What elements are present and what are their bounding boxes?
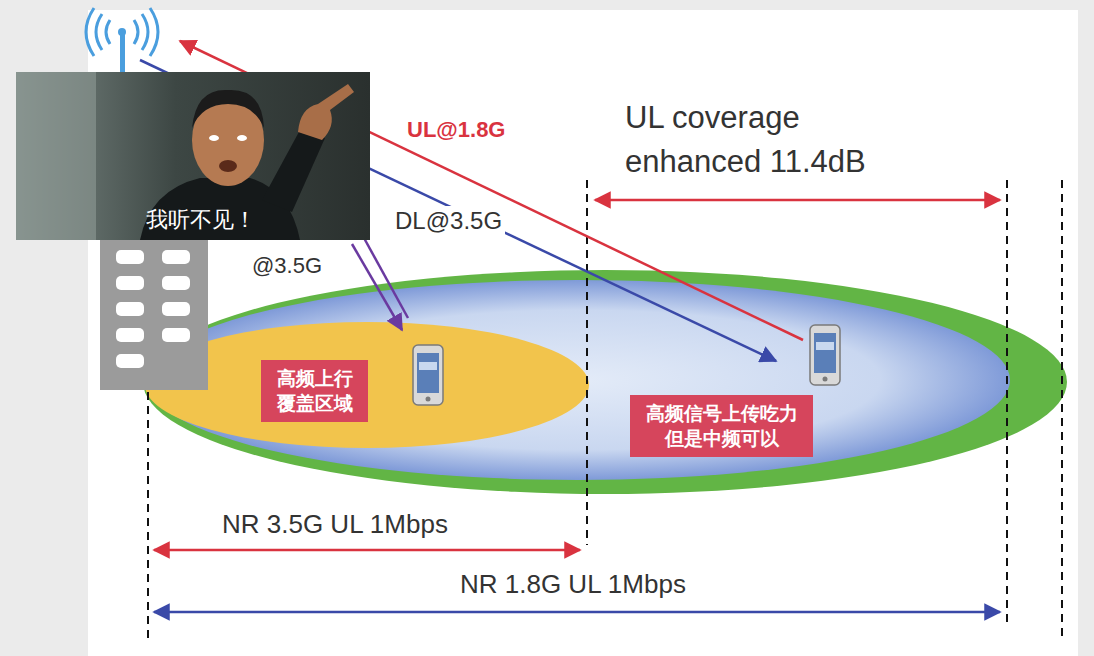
meme-background — [16, 72, 370, 240]
meme-wall — [16, 72, 96, 240]
dimension-arrow — [154, 611, 1000, 614]
link-label: @3.5G — [252, 252, 322, 280]
meme-mouth — [219, 160, 237, 172]
meme-hair — [192, 90, 264, 128]
callout-text: 高频信号上传吃力 但是中频可以 — [640, 401, 803, 451]
dimension-arrow — [595, 199, 1000, 202]
coverage-ellipse-blue — [146, 280, 1010, 480]
meme-eye — [209, 135, 219, 141]
building-icon — [100, 240, 208, 390]
link-label: DL@3.5G — [392, 206, 505, 236]
uplink-downlink-arrow — [364, 238, 408, 318]
slide-panel — [88, 10, 1078, 656]
coverage-note: UL coverage enhanced 11.4dB — [625, 96, 925, 184]
range-label: NR 1.8G UL 1Mbps — [460, 568, 686, 601]
callout-box: 高频上行 覆盖区域 — [261, 360, 368, 422]
meme-eye — [237, 135, 247, 141]
link-label: UL@1.8G — [407, 116, 505, 144]
meme-arm — [262, 130, 325, 212]
meme-hand — [298, 84, 354, 140]
callout-text: 高频上行 覆盖区域 — [271, 366, 358, 416]
meme-caption: 我听不见！ — [146, 206, 256, 234]
range-label: NR 3.5G UL 1Mbps — [222, 508, 448, 541]
dimension-arrow — [154, 549, 580, 552]
boundary-dashes — [148, 180, 1062, 640]
phone-icon — [810, 325, 840, 385]
phone-icon — [413, 345, 443, 405]
uplink-downlink-arrow — [352, 244, 402, 330]
coverage-ellipse-yellow — [145, 322, 589, 448]
callout-box: 高频信号上传吃力 但是中频可以 — [630, 395, 813, 457]
coverage-ellipse-green — [143, 270, 1067, 494]
